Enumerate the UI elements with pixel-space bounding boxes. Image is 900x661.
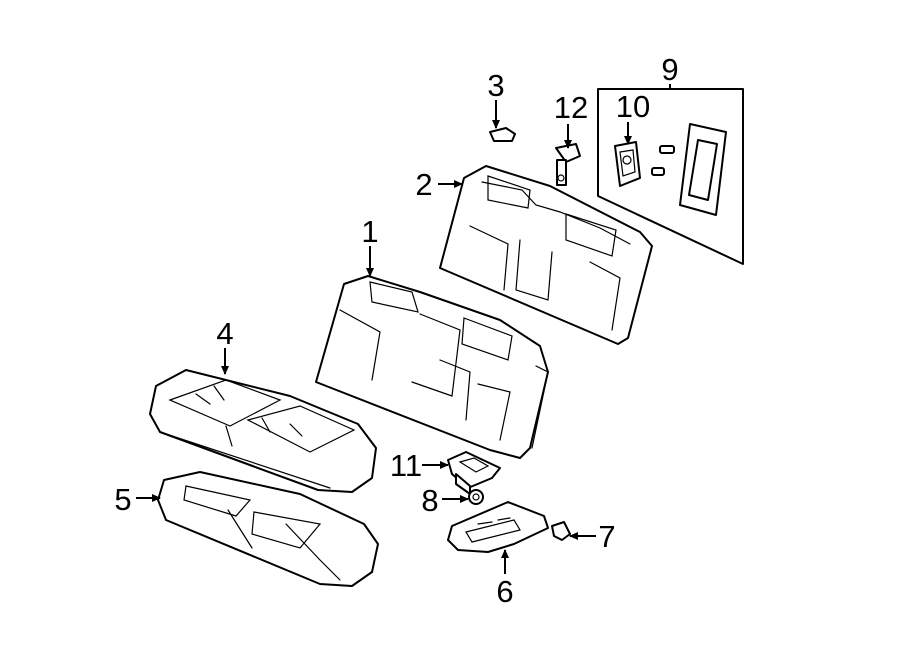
callout-1: 1: [361, 214, 378, 249]
part-8-screw: [468, 489, 484, 505]
part-1-seat-back: [315, 275, 549, 459]
part-9-bezel: [679, 123, 727, 216]
callout-6: 6: [496, 574, 513, 609]
part-11-cup-holder: [447, 451, 501, 495]
part-12-latch-bolt: [555, 143, 581, 186]
part-5-seat-cushion-pad: [157, 471, 379, 587]
callout-11: 11: [390, 448, 422, 483]
callout-10: 10: [616, 89, 650, 124]
callout-8: 8: [421, 483, 438, 518]
callout-12: 12: [554, 90, 588, 125]
callout-2: 2: [415, 167, 432, 202]
leader-arrows: [136, 100, 632, 574]
callout-7: 7: [598, 519, 615, 554]
part-4-seat-cushion-cover: [149, 369, 377, 493]
part-3-guide-clip: [489, 127, 516, 142]
callout-3: 3: [487, 68, 504, 103]
callout-5: 5: [114, 482, 131, 517]
part-7-clip: [551, 521, 571, 541]
part-6-armrest: [447, 501, 549, 553]
part-9-kit-box: [597, 84, 744, 265]
callout-labels: 1 2 3 4 5 6 7 8 9 10 11 12: [114, 52, 678, 609]
part-10-latch-cover: [614, 141, 641, 187]
kit-screws: [651, 145, 675, 176]
part-2-seat-back-upper: [439, 165, 653, 345]
callout-9: 9: [661, 52, 678, 87]
callout-4: 4: [216, 316, 233, 351]
